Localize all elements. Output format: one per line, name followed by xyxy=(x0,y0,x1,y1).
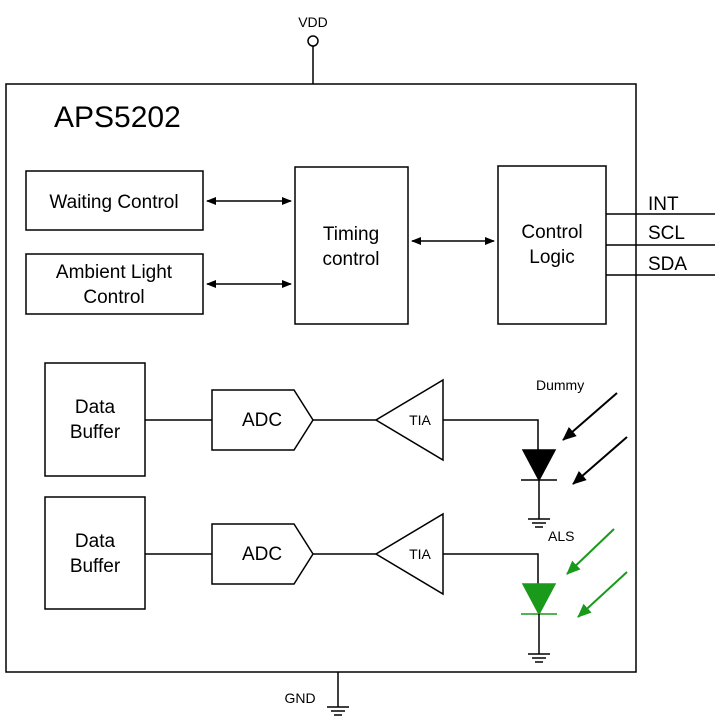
dummy-photodiode xyxy=(521,449,557,519)
data-buffer-top-block: Data Buffer xyxy=(44,362,146,477)
timing-label-line1: Timing xyxy=(323,224,379,245)
timing-control-block: Timing control xyxy=(294,166,409,325)
data-buffer-bottom-block: Data Buffer xyxy=(44,496,146,610)
tia-diode-top-wire xyxy=(443,419,539,450)
control-logic-label-line2: Logic xyxy=(529,247,574,268)
chip-title: APS5202 xyxy=(54,101,181,134)
tia-bottom-label: TIA xyxy=(409,546,431,562)
adc-top-block: ADC xyxy=(211,389,314,451)
als-light-arrow-1 xyxy=(566,528,615,575)
control-logic-block: Control Logic xyxy=(497,165,607,325)
data-buffer-top-line1: Data xyxy=(75,397,116,418)
control-logic-label-line1: Control xyxy=(521,222,582,243)
adc-top-label: ADC xyxy=(242,410,282,431)
tia-diode-bottom-wire xyxy=(443,553,539,584)
als-ground-icon xyxy=(528,653,550,663)
vdd-label: VDD xyxy=(298,14,328,30)
dummy-light-arrow-1 xyxy=(562,392,618,441)
pin-sda: SDA xyxy=(606,254,715,276)
data-buffer-bottom-line1: Data xyxy=(75,531,116,552)
adc-bottom-block: ADC xyxy=(211,523,314,585)
ambient-light-label-line1: Ambient Light xyxy=(56,262,173,283)
dummy-label: Dummy xyxy=(536,377,584,393)
vdd-terminal: VDD xyxy=(298,14,328,84)
tia-bottom-amplifier: TIA xyxy=(374,512,444,596)
als-light-arrow-2 xyxy=(577,571,628,618)
gnd-terminal: GND xyxy=(284,672,349,716)
data-buffer-bottom-line2: Buffer xyxy=(70,556,121,577)
chip-outline xyxy=(5,83,637,673)
pin-scl: SCL xyxy=(606,223,715,246)
dummy-light-arrow-2 xyxy=(572,436,628,485)
tia-top-label: TIA xyxy=(409,412,431,428)
als-photodiode xyxy=(521,583,557,654)
ambient-light-label-line2: Control xyxy=(83,287,144,308)
pin-sda-label: SDA xyxy=(648,254,687,275)
ambient-light-control-block: Ambient Light Control xyxy=(25,253,204,315)
adc-bottom-label: ADC xyxy=(242,544,282,565)
pin-scl-label: SCL xyxy=(648,223,685,244)
timing-label-line2: control xyxy=(322,249,379,270)
gnd-label: GND xyxy=(284,690,315,706)
pin-int: INT xyxy=(606,194,715,215)
tia-top-amplifier: TIA xyxy=(374,378,444,462)
pin-int-label: INT xyxy=(648,194,679,215)
als-label: ALS xyxy=(548,528,574,544)
dummy-ground-icon xyxy=(528,518,550,528)
data-buffer-top-line2: Buffer xyxy=(70,422,121,443)
waiting-control-label: Waiting Control xyxy=(49,192,178,213)
waiting-control-block: Waiting Control xyxy=(25,170,204,231)
